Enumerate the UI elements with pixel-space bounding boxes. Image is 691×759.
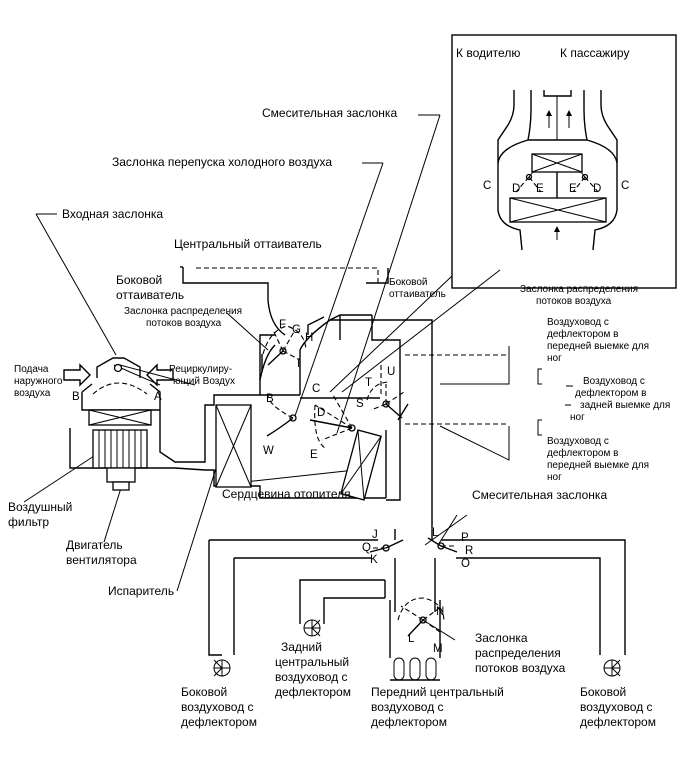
inset-letter-e-right: E [569,183,577,195]
letter-f: F [279,319,286,331]
label-cold-bypass-door: Заслонка перепуска холодного воздуха [112,155,332,169]
label-rear-notch-a: Воздуховод с [583,376,645,387]
label-blend-door-top: Смесительная заслонка [262,106,397,120]
label-air-dist-left-2: потоков воздуха [146,318,222,329]
label-air-dist-bottom-2: распределения [475,646,561,660]
letter-j: J [372,529,378,541]
letter-d-main: D [317,407,325,419]
label-air-dist-bottom-3: потоков воздуха [475,661,566,675]
label-rear-center-4: дефлектором [275,685,351,699]
label-front-center-3: дефлектором [371,715,447,729]
label-side-vent-right-3: дефлектором [580,715,656,729]
letter-h: H [305,332,313,344]
label-air-dist-left-1: Заслонка распределения [124,306,242,317]
label-air-dist-right-1: Заслонка распределения [520,284,638,295]
letter-e-main: E [310,449,318,461]
label-rear-notch-b: дефлектором в [575,387,646,399]
letter-i: I [297,358,300,370]
label-intake-door: Входная заслонка [62,207,163,221]
label-air-dist-right-2: потоков воздуха [536,296,612,307]
label-heater-core: Сердцевина отопителя [222,487,351,501]
label-side-vent-left-2: воздуховод с [181,700,254,714]
label-rear-center-2: центральный [275,655,349,669]
letter-u: U [387,366,395,378]
label-front-notch-1c: передней выемке для [547,341,649,352]
component-labels: Смесительная заслонка Заслонка перепуска… [8,106,670,729]
label-blend-door-bottom: Смесительная заслонка [472,488,607,502]
label-recirc-air-2: ющий Воздух [173,376,235,387]
label-to-passenger: К пассажиру [560,46,629,60]
letter-b-bypass: B [266,393,274,405]
letter-s: S [356,398,364,410]
label-front-notch-1b: дефлектором в [547,328,618,340]
letter-l-bottom: L [408,633,415,645]
label-central-defroster: Центральный оттаиватель [174,237,322,251]
label-front-notch-2a: Воздуховод с [547,436,609,447]
letter-t: T [365,377,372,389]
inset-letter-d-left: D [512,183,520,195]
label-front-notch-2d: ног [547,472,562,483]
letter-a: A [154,391,162,403]
deflector-left-side [213,659,231,677]
label-evaporator: Испаритель [108,584,174,598]
label-side-vent-right-1: Боковой [580,685,626,699]
letter-l-top: L [432,527,439,539]
label-fresh-air-3: воздуха [14,388,51,399]
label-front-center-2: воздуховод с [371,700,444,714]
deflector-rear-center [303,619,321,637]
label-front-notch-2b: дефлектором в [547,447,618,459]
label-air-dist-bottom-1: Заслонка [475,631,528,645]
label-front-notch-1d: ног [547,353,562,364]
label-rear-notch-c: задней выемке для [580,400,670,411]
label-blower-motor-2: вентилятора [66,553,137,567]
label-side-vent-right-2: воздуховод с [580,700,653,714]
leader-lines [23,114,573,641]
label-front-center-1: Передний центральный [371,685,504,699]
label-rear-center-3: воздуховод с [275,670,348,684]
inset-letter-c-left: C [483,180,491,192]
label-rear-center-1: Задний [281,640,322,654]
label-side-defroster-left-1: Боковой [116,273,162,287]
letter-q: Q [362,542,371,554]
letter-r: R [465,545,473,557]
label-to-driver: К водителю [456,46,520,60]
letter-k: K [370,554,378,566]
label-air-filter-1: Воздушный [8,500,72,514]
deflector-front-center [390,657,440,681]
label-front-notch-2c: передней выемке для [547,460,649,471]
inset-letter-c-right: C [621,180,629,192]
letter-g: G [292,324,301,336]
letter-n: N [436,606,444,618]
label-side-defroster-right-2: оттаиватель [389,289,446,300]
letter-m: M [433,643,443,655]
label-fresh-air-1: Подача [14,364,49,375]
door-letters: A B F G H I B W C D E T U S J Q K L P R … [72,319,473,655]
label-side-vent-left-1: Боковой [181,685,227,699]
label-side-defroster-right-1: Боковой [389,277,428,288]
label-front-notch-1a: Воздуховод с [547,317,609,328]
deflector-right-side [603,659,621,677]
label-blower-motor-1: Двигатель [66,538,123,552]
letter-p: P [461,532,469,544]
label-rear-notch-d: ног [570,412,585,423]
label-fresh-air-2: наружного [14,376,63,387]
label-air-filter-2: фильтр [8,515,49,529]
label-recirc-air-1: Рециркулиру- [169,364,232,375]
letter-o: O [461,558,470,570]
letter-c-main: C [312,383,320,395]
letter-b-intake: B [72,391,80,403]
label-side-vent-left-3: дефлектором [181,715,257,729]
inset-rear-view: C D E E D C К водителю К пассажиру [451,34,677,289]
inset-letter-e-left: E [536,183,544,195]
rear-duct-system [208,529,626,681]
label-side-defroster-left-2: оттаиватель [116,288,184,302]
letter-w: W [263,445,274,457]
inset-letter-d-right: D [593,183,601,195]
hvac-unit [63,266,509,530]
